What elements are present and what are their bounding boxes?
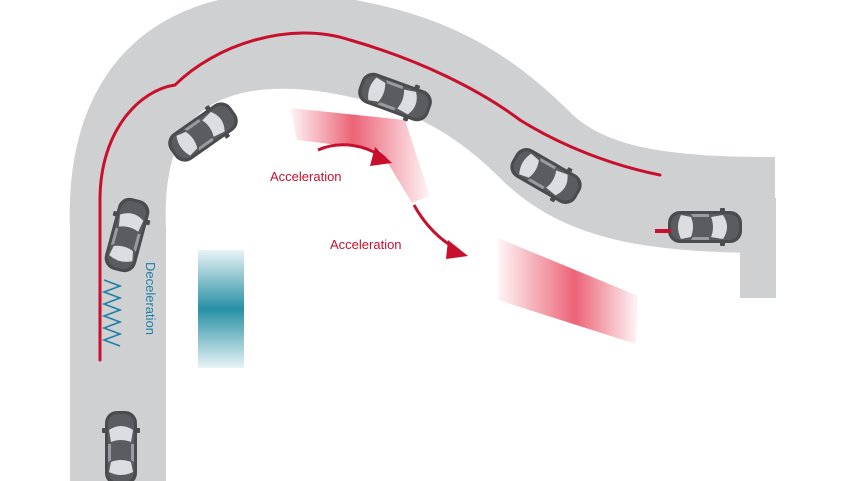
acceleration-zone-2: [498, 238, 638, 344]
car-1: [102, 411, 140, 481]
road-end: [740, 198, 776, 298]
brake-light-trail: [655, 229, 671, 233]
deceleration-spring: [101, 279, 123, 347]
deceleration-zone: [198, 250, 244, 368]
acceleration-label-2: Acceleration: [330, 237, 402, 252]
car-6: [668, 208, 742, 246]
road: [69, 0, 776, 481]
deceleration-label: Deceleration: [143, 262, 158, 335]
acceleration-arrowhead-1: [370, 147, 392, 166]
acceleration-arrowhead-2: [446, 240, 468, 259]
acceleration-label-1: Acceleration: [270, 169, 342, 184]
acceleration-zone-1: [290, 108, 430, 203]
vehicle-trajectory: [98, 31, 662, 362]
